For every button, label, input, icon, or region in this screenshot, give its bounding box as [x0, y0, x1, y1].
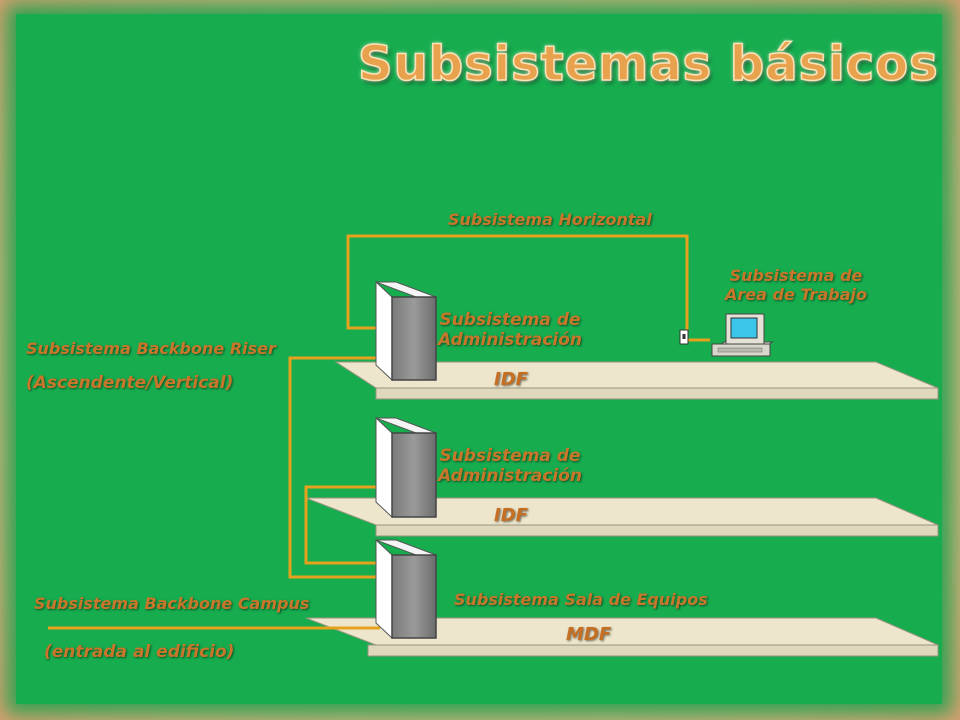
label-horizontal: Subsistema Horizontal [448, 210, 652, 229]
riser-cable-b [304, 485, 380, 565]
label-admin-middle-line1: Subsistema de [439, 446, 581, 466]
cabinet-middle [375, 416, 437, 519]
label-backbone-campus: Subsistema Backbone Campus [34, 594, 310, 613]
label-admin-top-line2: Administración [437, 330, 583, 351]
computer-icon [710, 313, 774, 357]
floor-middle [305, 497, 939, 537]
label-work-area-line2: Area de Trabajo [725, 285, 867, 305]
floor-label-middle: IDF [494, 505, 528, 526]
slide-title: Subsistemas básicos [357, 35, 939, 93]
riser-cable-a [288, 356, 380, 579]
label-work-area-line1: Subsistema de [729, 266, 863, 285]
cables [48, 234, 710, 630]
label-work-area: Subsistema de Area de Trabajo [718, 266, 874, 304]
floor-bottom [305, 617, 939, 657]
label-backbone-campus-sub: (entrada al edificio) [44, 642, 235, 662]
cabinet-bottom [375, 538, 437, 640]
label-admin-top: Subsistema de Administración [432, 310, 588, 351]
label-equipment-room: Subsistema Sala de Equipos [454, 590, 708, 609]
floor-label-bottom: MDF [566, 624, 612, 645]
floor-top [334, 361, 939, 400]
label-backbone-riser: Subsistema Backbone Riser [26, 339, 276, 358]
cabinet-top [375, 280, 437, 382]
label-backbone-riser-sub: (Ascendente/Vertical) [26, 373, 234, 393]
green-panel [16, 14, 942, 704]
label-admin-middle-line2: Administración [437, 466, 583, 487]
wall-outlet-icon [679, 329, 689, 345]
label-admin-middle: Subsistema de Administración [432, 446, 588, 487]
horizontal-cable [346, 234, 710, 342]
floor-label-top: IDF [494, 369, 528, 390]
label-admin-top-line1: Subsistema de [439, 310, 581, 330]
